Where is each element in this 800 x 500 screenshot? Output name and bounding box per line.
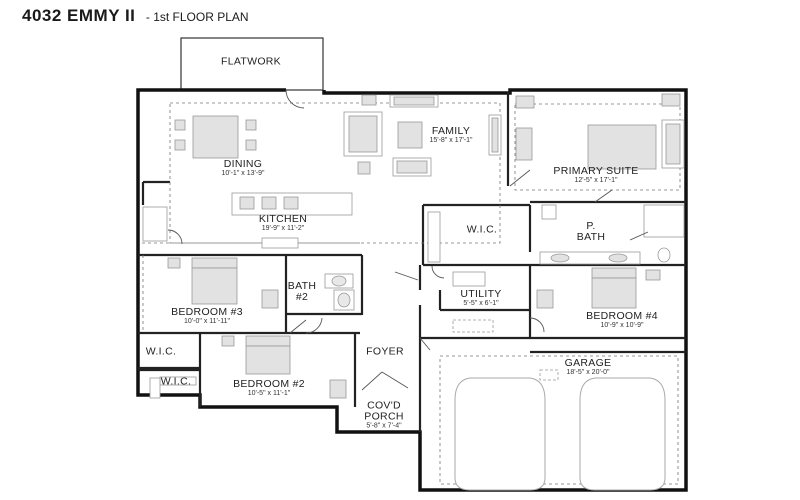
room-dims: 12'-5" x 17'-1": [574, 176, 618, 184]
room-name: DINING: [223, 157, 263, 170]
room-name: BEDROOM #2: [233, 377, 305, 390]
room-label-bedroom3: BEDROOM #3 10'-0" x 11'-11": [171, 305, 243, 325]
room-name: PRIMARY SUITE: [553, 164, 639, 177]
room-label-bath2: BATH #2: [287, 279, 317, 303]
room-name: BEDROOM #4: [586, 309, 658, 322]
flatwork-patio: [180, 37, 324, 91]
room-label-primary-suite: PRIMARY SUITE 12'-5" x 17'-1": [553, 164, 639, 184]
room-dims: 5'-5" x 6'-1": [463, 299, 499, 307]
room-dims: 15'-8" x 17'-1": [429, 136, 473, 144]
room-name: W.I.C.: [466, 223, 498, 236]
room-name: P.: [586, 219, 596, 232]
room-label-kitchen: KITCHEN 19'-9" x 11'-2": [258, 212, 308, 232]
room-name: UTILITY: [460, 287, 502, 300]
room-name: FAMILY: [431, 124, 471, 137]
room-label-wic-left-2: W.I.C.: [161, 376, 191, 387]
room-dims: 10'-1" x 13'-9": [221, 169, 265, 177]
room-label-utility: UTILITY 5'-5" x 6'-1": [460, 287, 502, 307]
room-label-wic-left-1: W.I.C.: [146, 346, 176, 357]
garage-cars: [454, 377, 666, 491]
room-dims: 5'-8" x 7'-4": [366, 422, 402, 430]
room-dims: 10'-0" x 11'-11": [184, 317, 230, 325]
room-label-dining: DINING 10'-1" x 13'-9": [221, 157, 265, 177]
room-name: FOYER: [366, 345, 404, 358]
room-name: W.I.C.: [145, 345, 177, 358]
plan-title: 4032 EMMY II - 1st FLOOR PLAN: [22, 6, 249, 26]
plan-subtitle: - 1st FLOOR PLAN: [145, 10, 249, 24]
room-name-line2: PORCH: [364, 410, 404, 423]
room-name: BATH: [287, 279, 317, 292]
plan-title-main: 4032 EMMY II: [22, 6, 136, 25]
room-name: GARAGE: [564, 356, 612, 369]
room-dims: 10'-9" x 10'-9": [600, 321, 644, 329]
furniture: [142, 93, 685, 399]
room-name: BEDROOM #3: [171, 305, 243, 318]
room-dims: 18'-5" x 20'-0": [566, 368, 610, 376]
room-name: FLATWORK: [221, 55, 281, 68]
interior-walls: [138, 92, 686, 432]
room-label-covd-porch: COV'D PORCH 5'-8" x 7'-4": [364, 399, 404, 430]
room-name-line2: #2: [295, 291, 309, 303]
room-name: KITCHEN: [258, 212, 308, 225]
room-label-wic: W.I.C.: [467, 224, 497, 235]
room-label-primary-bath: P. BATH: [576, 219, 606, 243]
room-label-flatwork: FLATWORK: [221, 56, 281, 67]
room-name-line2: BATH: [576, 231, 606, 243]
room-dims: 19'-9" x 11'-2": [261, 224, 305, 232]
room-dims: 10'-5" x 11'-1": [247, 389, 291, 397]
room-label-bedroom2: BEDROOM #2 10'-5" x 11'-1": [233, 377, 305, 397]
room-label-garage: GARAGE 18'-5" x 20'-0": [564, 356, 612, 376]
room-name: COV'D: [367, 399, 401, 412]
room-label-foyer: FOYER: [366, 346, 404, 357]
ceiling-dashed-lines: [142, 102, 681, 485]
room-label-family: FAMILY 15'-8" x 17'-1": [429, 124, 473, 144]
room-label-bedroom4: BEDROOM #4 10'-9" x 10'-9": [586, 309, 658, 329]
room-name: W.I.C.: [160, 375, 192, 388]
doors: [167, 89, 649, 391]
